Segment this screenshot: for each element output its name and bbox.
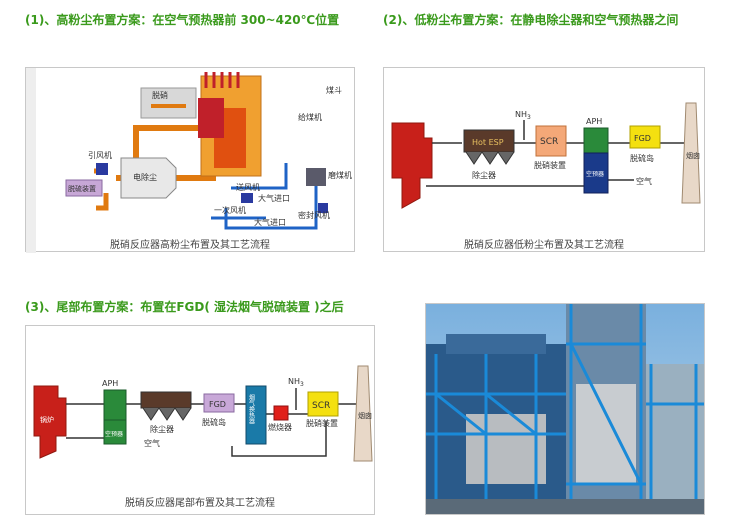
label-ggh: 烟气换热器 <box>248 393 255 425</box>
caption-tail-end: 脱硝反应器尾部布置及其工艺流程 <box>125 498 275 509</box>
label-scr-unit-2: 脱硝装置 <box>534 160 566 170</box>
diagram-high-dust: 脱硝 电除尘 引风机 脱硫装置 煤斗 给煤机 磨煤机 送风机 大气进口 一次风机… <box>25 67 355 253</box>
label-denox: 脱硝 <box>152 90 168 100</box>
plant-photo-svg <box>426 304 704 514</box>
label-air-3: 空气 <box>144 438 160 448</box>
label-fgd-2: FGD <box>634 134 651 143</box>
label-coal-bin: 煤斗 <box>326 85 342 95</box>
label-primary-fan: 一次风机 <box>214 205 246 215</box>
label-fgd-3: FGD <box>209 400 226 409</box>
label-boiler: 锅炉 <box>40 415 54 424</box>
label-fgd-island-2: 脱硫岛 <box>630 153 654 163</box>
diagram-low-dust: Hot ESP 除尘器 NH3 SCR 脱硝装置 APH 空预器 FGD 脱硫岛… <box>383 67 705 252</box>
plant-photo <box>425 303 705 515</box>
label-stack-3: 烟囱 <box>358 411 372 420</box>
label-hot-esp: Hot ESP <box>472 138 504 147</box>
heading-low-dust: (2)、低粉尘布置方案：在静电除尘器和空气预热器之间 <box>383 13 679 27</box>
heading-high-dust: (1)、高粉尘布置方案：在空气预热器前 300~420℃位置 <box>25 13 340 27</box>
label-fan: 引风机 <box>88 150 112 160</box>
diagram-tail-end: 锅炉 APH 空预器 除尘器 空气 FGD 脱硫岛 烟气换热器 燃烧器 NH3 <box>25 325 375 515</box>
label-fgd-island-3: 脱硫岛 <box>202 417 226 427</box>
label-air-in-2: 大气进口 <box>254 217 286 227</box>
label-forced-fan: 送风机 <box>236 182 260 192</box>
label-dust-3: 除尘器 <box>150 424 174 434</box>
label-scr-2: SCR <box>540 137 558 147</box>
high-dust-flow-svg: 脱硝 电除尘 引风机 脱硫装置 煤斗 给煤机 磨煤机 送风机 大气进口 一次风机… <box>26 68 352 253</box>
label-burner: 燃烧器 <box>268 422 292 432</box>
label-air-in-1: 大气进口 <box>258 193 290 203</box>
tail-end-flow-svg: 锅炉 APH 空预器 除尘器 空气 FGD 脱硫岛 烟气换热器 燃烧器 NH3 <box>33 365 373 462</box>
heading-tail-end: (3)、尾部布置方案：布置在FGD( 湿法烟气脱硫装置 )之后 <box>25 300 344 314</box>
label-aph-2: APH <box>586 117 602 126</box>
caption-high-dust: 脱硝反应器高粉尘布置及其工艺流程 <box>110 240 270 251</box>
label-esp: 电除尘 <box>133 172 157 182</box>
label-dust-2: 除尘器 <box>472 170 496 180</box>
label-scr-3: SCR <box>312 401 330 411</box>
label-air-2: 空气 <box>636 176 652 186</box>
label-nh3-2: NH3 <box>515 110 531 121</box>
label-aph-in-3: 空预器 <box>105 430 123 438</box>
label-scr-unit-3: 脱硝装置 <box>306 418 338 428</box>
label-mill: 磨煤机 <box>328 170 352 180</box>
low-dust-flow-svg: Hot ESP 除尘器 NH3 SCR 脱硝装置 APH 空预器 FGD 脱硫岛… <box>391 102 701 209</box>
label-feeder: 给煤机 <box>298 112 322 122</box>
label-nh3-3: NH3 <box>288 377 304 388</box>
label-fgd: 脱硫装置 <box>68 184 96 193</box>
label-seal-fan: 密封风机 <box>298 210 330 220</box>
label-stack-2: 烟囱 <box>686 151 700 160</box>
label-aph-in-2: 空预器 <box>586 170 604 178</box>
caption-low-dust: 脱硝反应器低粉尘布置及其工艺流程 <box>464 240 624 251</box>
label-aph-3: APH <box>102 379 118 388</box>
